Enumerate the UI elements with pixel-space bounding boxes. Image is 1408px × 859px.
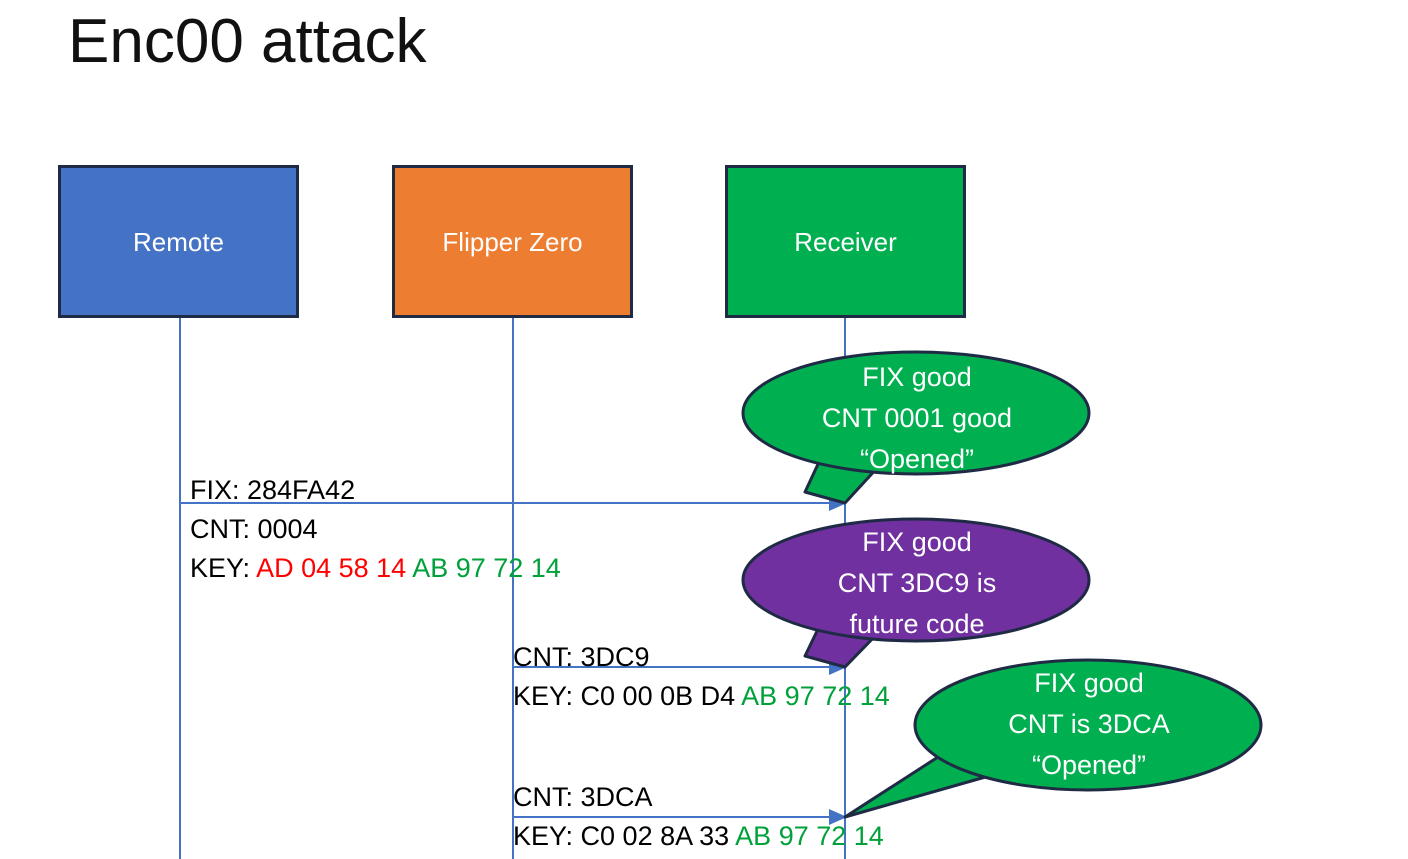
message-3-key-prefix: KEY: C0 02 8A 33 <box>513 821 736 851</box>
message-1-cnt-label: CNT: 0004 <box>190 514 318 544</box>
callout-bubble-2 <box>741 517 1091 669</box>
message-1-fix-label: FIX: 284FA42 <box>190 475 356 505</box>
actor-box-remote[interactable]: Remote <box>58 165 299 318</box>
message-3-cnt-label: CNT: 3DCA <box>513 782 653 812</box>
message-2-key-prefix: KEY: C0 00 0B D4 <box>513 681 742 711</box>
message-1-key-fixed-green: AB 97 72 14 <box>412 553 561 583</box>
message-1-key-label: KEY: AD 04 58 14 AB 97 72 14 <box>190 549 561 587</box>
message-1-key-encrypted-red: AD 04 58 14 <box>256 553 413 583</box>
actor-label-flipper: Flipper Zero <box>442 226 583 257</box>
actor-label-receiver: Receiver <box>794 226 897 257</box>
message-1-key-prefix: KEY: <box>190 553 257 583</box>
actor-label-remote: Remote <box>132 226 225 257</box>
callout-bubble-3 <box>843 658 1263 819</box>
message-2-key-fixed-green: AB 97 72 14 <box>741 681 890 711</box>
message-3-key-label: KEY: C0 02 8A 33 AB 97 72 14 <box>513 817 884 855</box>
actor-box-flipper[interactable]: Flipper Zero <box>392 165 633 318</box>
message-3-key-fixed-green: AB 97 72 14 <box>735 821 884 851</box>
callout-bubble-1 <box>741 350 1091 505</box>
message-2-cnt-label: CNT: 3DC9 <box>513 642 650 672</box>
page-title: Enc00 attack <box>68 7 427 76</box>
message-2-key-label: KEY: C0 00 0B D4 AB 97 72 14 <box>513 677 890 715</box>
actor-box-receiver[interactable]: Receiver <box>725 165 966 318</box>
